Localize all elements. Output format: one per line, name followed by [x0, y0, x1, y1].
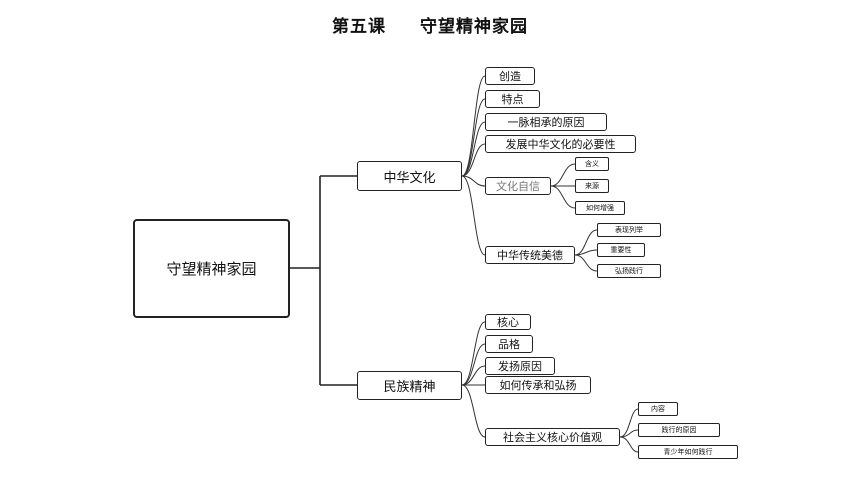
node-create: 创造 [485, 67, 535, 85]
lesson-number: 第五课 [332, 17, 386, 37]
node-values-practice-reason: 践行的原因 [638, 423, 720, 437]
node-confidence-meaning: 含义 [575, 157, 609, 171]
node-inherit-promote: 如何传承和弘扬 [485, 376, 591, 394]
branch-national-spirit: 民族精神 [357, 371, 462, 400]
node-traditional-virtues: 中华传统美德 [485, 246, 575, 264]
node-virtue-practice: 弘扬践行 [597, 264, 661, 278]
node-values-content: 内容 [638, 402, 678, 416]
node-virtue-importance: 重要性 [597, 243, 645, 257]
node-promote-reason: 发扬原因 [485, 357, 555, 375]
node-virtue-examples: 表现列举 [597, 223, 661, 237]
node-cultural-confidence: 文化自信 [485, 177, 551, 195]
node-development-necessity: 发展中华文化的必要性 [485, 135, 636, 153]
node-features: 特点 [485, 90, 540, 108]
node-continuity-reason: 一脉相承的原因 [485, 113, 607, 131]
node-confidence-strengthen: 如何增强 [575, 201, 625, 215]
node-core-values: 社会主义核心价值观 [485, 428, 620, 446]
page-title: 第五课 守望精神家园 [0, 12, 860, 37]
node-youth-practice: 青少年如何践行 [638, 445, 738, 459]
node-core: 核心 [485, 314, 531, 330]
node-character: 品格 [485, 335, 533, 353]
branch-chinese-culture: 中华文化 [357, 161, 462, 191]
lesson-topic: 守望精神家园 [420, 17, 528, 37]
node-confidence-source: 来源 [575, 179, 609, 193]
root-node: 守望精神家园 [133, 219, 290, 318]
